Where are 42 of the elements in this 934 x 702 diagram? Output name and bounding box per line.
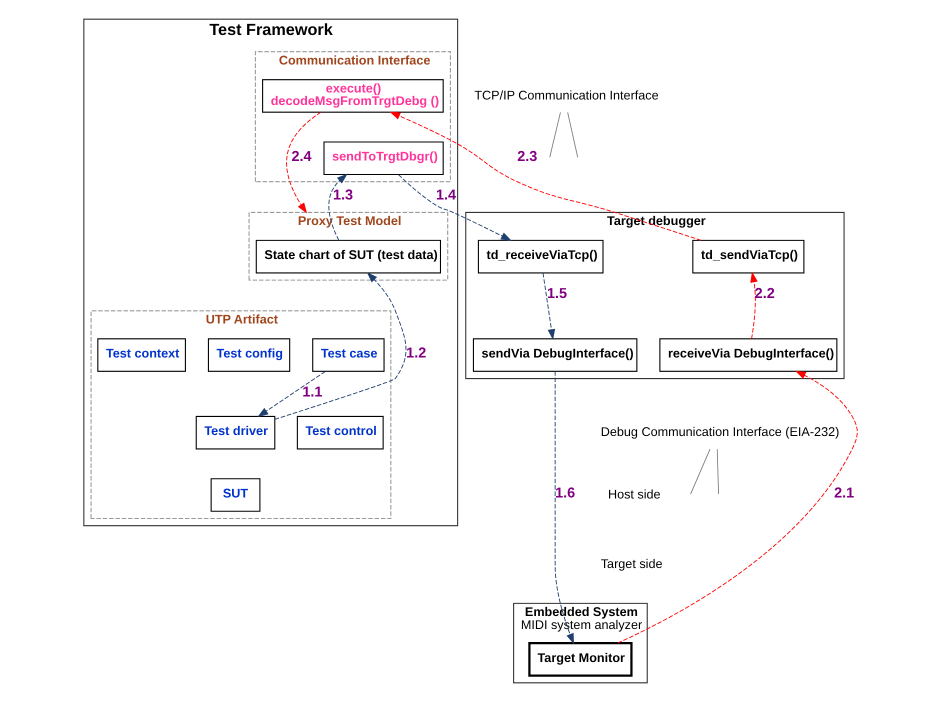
node-box: execute() decodeMsgFromTrgtDebg () xyxy=(262,79,444,113)
edge-label: 2.4 xyxy=(292,148,312,165)
arrow xyxy=(617,370,858,644)
node-box: Test driver xyxy=(196,416,276,450)
node-box: Test config xyxy=(208,338,290,372)
edge-label: 2.2 xyxy=(754,286,775,302)
node-box: Test case xyxy=(312,338,385,372)
node-box: Target Monitor xyxy=(528,642,633,677)
node-box: Test context xyxy=(97,338,186,372)
connector xyxy=(716,448,720,494)
connector xyxy=(690,448,710,494)
edge-label: 2.3 xyxy=(517,148,538,165)
node-box: sendVia DebugInterface() xyxy=(472,338,638,372)
edge-label: 2.1 xyxy=(834,486,854,502)
node-box: State chart of SUT (test data) xyxy=(256,240,442,274)
node-box: receiveVia DebugInterface() xyxy=(659,338,838,372)
arrow xyxy=(257,371,326,418)
edge-label: 1.6 xyxy=(555,486,576,502)
arrow xyxy=(286,112,322,214)
node-box: SUT xyxy=(210,478,260,512)
arrow xyxy=(389,112,702,241)
arrow xyxy=(554,370,574,644)
edge-label: 1.4 xyxy=(436,188,456,204)
arrow xyxy=(398,174,512,241)
label: Host side xyxy=(608,487,661,502)
node-box: sendToTrgtDbgr() xyxy=(323,141,444,176)
arrow xyxy=(750,272,758,340)
node-text: TCP/IP Communication Interface xyxy=(474,88,659,102)
node-text: Debug Communication Interface (EIA-232) xyxy=(600,425,840,440)
arrow xyxy=(542,272,556,340)
arrow xyxy=(328,174,348,241)
edge-label: 1.5 xyxy=(547,286,568,302)
node-box: Test control xyxy=(296,416,384,450)
label: Target side xyxy=(600,556,663,571)
edge-label: 1.3 xyxy=(333,188,354,204)
edge-label: 1.2 xyxy=(406,346,426,362)
arrow xyxy=(274,272,406,420)
node-box: td_sendViaTcp() xyxy=(692,240,804,274)
connector xyxy=(567,112,578,158)
connector xyxy=(549,112,561,158)
edge-label: 1.1 xyxy=(302,384,322,400)
node-box: td_receiveViaTcp() xyxy=(478,240,604,274)
